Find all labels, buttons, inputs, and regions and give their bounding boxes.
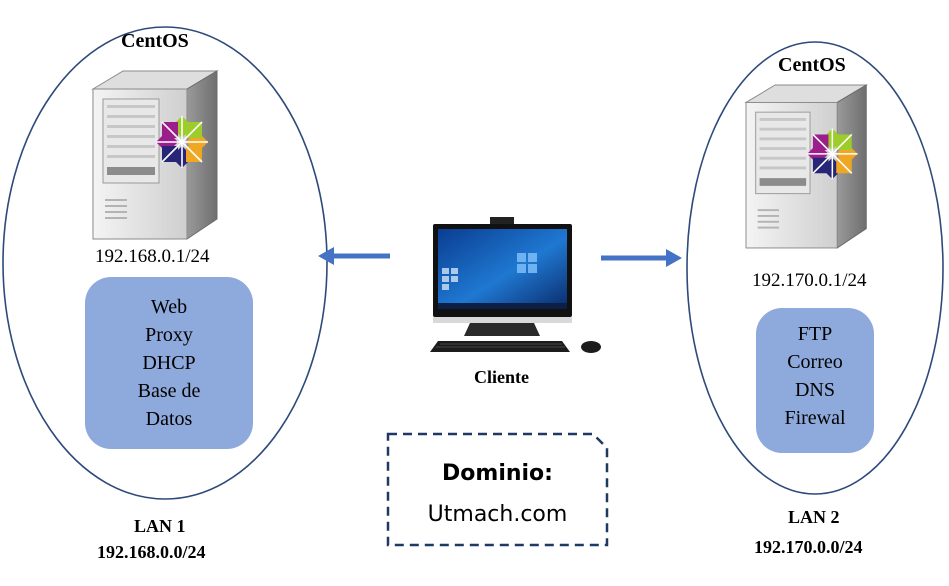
lan1-network: 192.168.0.0/24 — [97, 542, 206, 562]
client-label: Cliente — [474, 367, 529, 387]
lan2-server-icon — [745, 84, 867, 249]
lan2-network: 192.170.0.0/24 — [754, 537, 863, 557]
lan1-service-item: Proxy — [145, 324, 193, 346]
domain-title: Dominio: — [442, 461, 553, 486]
arrow-to-lan2-icon — [601, 249, 682, 267]
lan2-services-box: FTP Correo DNS Firewal — [756, 308, 874, 453]
lan1-centos-logo-icon — [155, 115, 209, 169]
lan1-server-icon — [92, 70, 218, 240]
client-computer-icon — [430, 217, 601, 353]
lan2-service-item: Correo — [787, 351, 843, 373]
arrow-to-lan1-icon — [318, 247, 390, 265]
lan2-service-item: DNS — [794, 379, 835, 401]
lan2-centos-logo-icon — [806, 127, 859, 180]
lan2-service-item: Firewal — [784, 407, 846, 429]
lan1-os-label: CentOS — [121, 30, 189, 52]
lan1-service-item: Datos — [145, 408, 193, 430]
lan2-ellipse — [686, 41, 944, 495]
lan1-services-box: Web Proxy DHCP Base de Datos — [85, 277, 253, 449]
lan1-service-item: Base de — [137, 380, 201, 402]
domain-box-border — [386, 432, 609, 547]
lan1-service-item: Web — [150, 296, 188, 318]
lan1-ellipse — [2, 26, 328, 500]
lan1-service-item: DHCP — [142, 352, 196, 374]
domain-value: Utmach.com — [427, 502, 568, 527]
lan2-os-label: CentOS — [778, 54, 846, 76]
lan1-server-ip: 192.168.0.1/24 — [95, 246, 210, 267]
lan2-name: LAN 2 — [788, 507, 840, 527]
lan2-service-item: FTP — [797, 323, 833, 345]
lan2-server-ip: 192.170.0.1/24 — [752, 270, 867, 291]
lan1-name: LAN 1 — [134, 516, 186, 536]
